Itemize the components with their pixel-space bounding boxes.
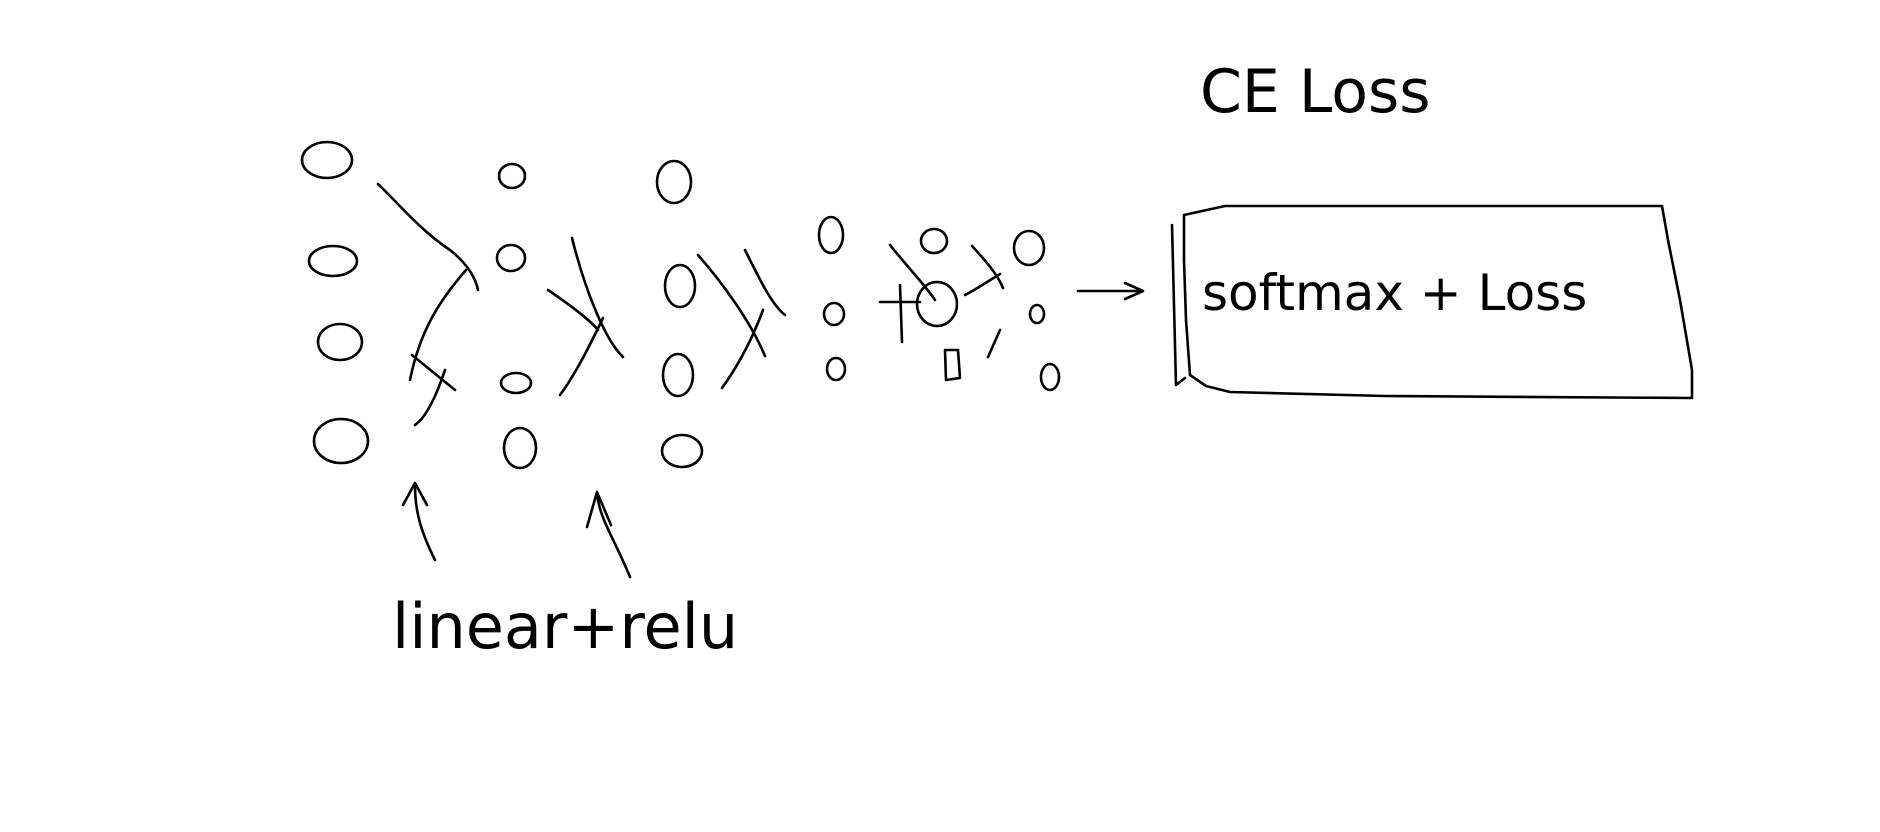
annotation-arrow xyxy=(401,481,437,562)
ce-loss-label: CE Loss xyxy=(1200,57,1430,127)
connection-line xyxy=(970,244,1005,290)
output-node xyxy=(1028,303,1046,325)
connection-line xyxy=(696,253,767,358)
connection-line xyxy=(720,308,765,390)
softmax-loss-box: softmax + Loss xyxy=(1170,204,1694,400)
connection-line xyxy=(743,248,787,317)
hidden-node xyxy=(495,243,527,273)
box-border xyxy=(1182,204,1694,400)
forward-arrow xyxy=(1076,281,1145,301)
hidden-layer-1 xyxy=(495,162,538,470)
hidden-node xyxy=(825,356,847,382)
hidden-layer-4 xyxy=(915,227,962,382)
connection-line xyxy=(546,288,600,332)
connection-line xyxy=(558,316,605,397)
hidden-node xyxy=(497,162,527,190)
hidden-node xyxy=(499,371,533,395)
hidden-node xyxy=(660,433,704,469)
output-node xyxy=(1012,229,1046,267)
hidden-node xyxy=(502,426,538,470)
hidden-node xyxy=(822,301,846,327)
input-node xyxy=(307,244,359,278)
connection-lines xyxy=(376,182,1005,427)
hidden-node xyxy=(919,227,949,255)
hidden-node xyxy=(663,263,697,309)
connection-line xyxy=(376,182,480,292)
connection-line xyxy=(570,236,625,359)
connection-line xyxy=(410,353,457,392)
input-layer xyxy=(300,140,370,465)
connection-line xyxy=(898,283,904,344)
softmax-loss-label: softmax + Loss xyxy=(1202,264,1587,322)
linear-relu-label: linear+relu xyxy=(392,590,738,663)
input-node xyxy=(316,322,364,362)
input-node xyxy=(300,140,354,180)
hidden-node xyxy=(915,280,959,328)
connection-line xyxy=(986,328,1002,359)
annotation-arrow xyxy=(585,490,632,579)
box-double-edge xyxy=(1170,223,1187,387)
connection-line xyxy=(888,243,937,302)
output-layer xyxy=(1012,229,1061,392)
hidden-layer-2 xyxy=(655,159,704,469)
hidden-node xyxy=(655,159,693,205)
hidden-layer-3 xyxy=(817,215,847,382)
hidden-node xyxy=(817,215,845,255)
hidden-node xyxy=(661,352,695,398)
connection-line xyxy=(408,268,468,382)
input-node xyxy=(312,417,370,465)
hidden-node xyxy=(943,348,962,382)
output-node xyxy=(1039,362,1061,392)
connection-line xyxy=(413,368,447,427)
